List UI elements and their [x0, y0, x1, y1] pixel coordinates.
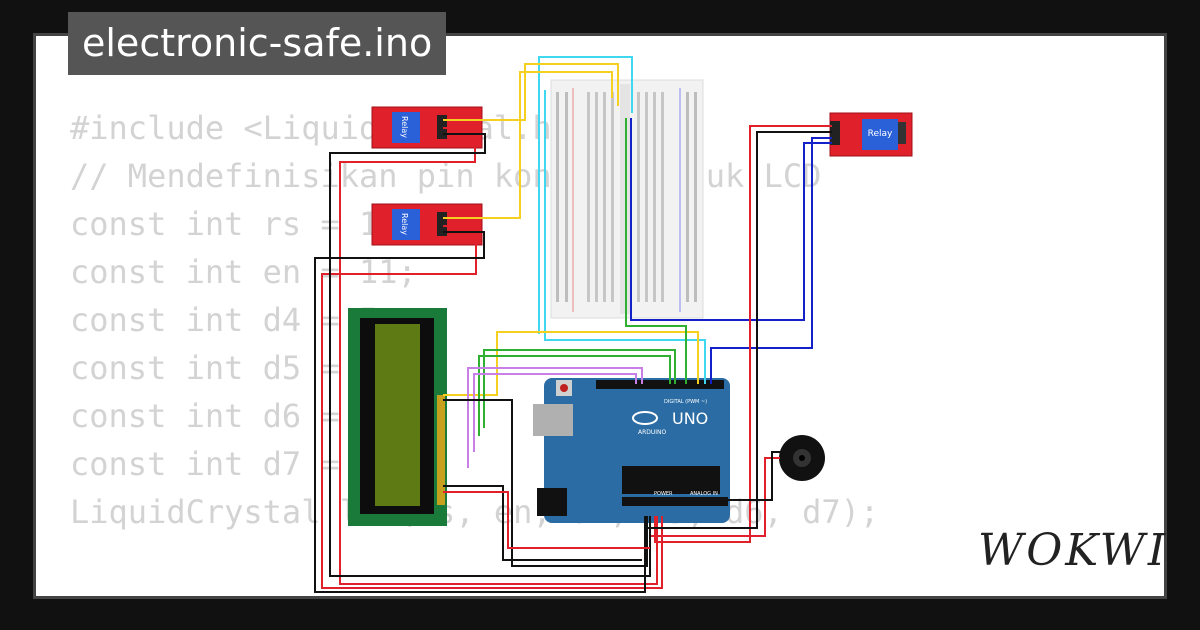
relay-label: Relay: [868, 129, 893, 139]
relay-module-2[interactable]: Relay: [371, 203, 483, 246]
buzzer[interactable]: [779, 435, 825, 481]
wire-red: [654, 125, 832, 543]
wire-black: [645, 131, 832, 529]
lcd-display[interactable]: [348, 308, 447, 526]
project-filename: electronic-safe.ino: [68, 12, 447, 75]
relay-label: Relay: [400, 213, 409, 235]
wire-violet: [467, 367, 643, 468]
wire-blue: [630, 118, 832, 321]
wire-cyan: [538, 56, 633, 334]
wire-blue: [710, 137, 832, 384]
wire-green: [478, 355, 671, 436]
wire-yellow: [443, 71, 613, 219]
code-line: const int en = 11;: [70, 253, 417, 291]
arduino-logo-icon: [632, 411, 658, 425]
analog-header-label: ANALOG IN: [690, 491, 718, 497]
wire-yellow: [443, 63, 619, 121]
arduino-uno[interactable]: UNO ARDUINO DIGITAL (PWM ~) POWER ANALOG…: [533, 378, 730, 523]
wire-red: [339, 127, 658, 585]
wire-black: [329, 133, 651, 577]
digital-header-label: DIGITAL (PWM ~): [664, 399, 707, 405]
arduino-model-label: UNO: [672, 409, 708, 428]
wire-black: [443, 399, 648, 567]
wires: [314, 56, 832, 593]
wire-red: [321, 225, 663, 589]
wire-green: [483, 349, 676, 428]
wire-violet: [473, 373, 637, 452]
wire-black: [443, 485, 642, 561]
relay-label: Relay: [400, 116, 409, 138]
wire-black: [314, 231, 646, 593]
wire-black: [720, 451, 780, 501]
power-header-label: POWER: [654, 491, 673, 497]
relay-module-3[interactable]: Relay: [829, 112, 913, 157]
relay-module-1[interactable]: Relay: [371, 106, 483, 149]
wire-cyan: [544, 90, 706, 384]
wire-red: [443, 491, 650, 549]
wire-green: [625, 118, 687, 384]
wokwi-logo: WOKWI: [978, 525, 1169, 576]
arduino-brand-label: ARDUINO: [638, 429, 667, 436]
